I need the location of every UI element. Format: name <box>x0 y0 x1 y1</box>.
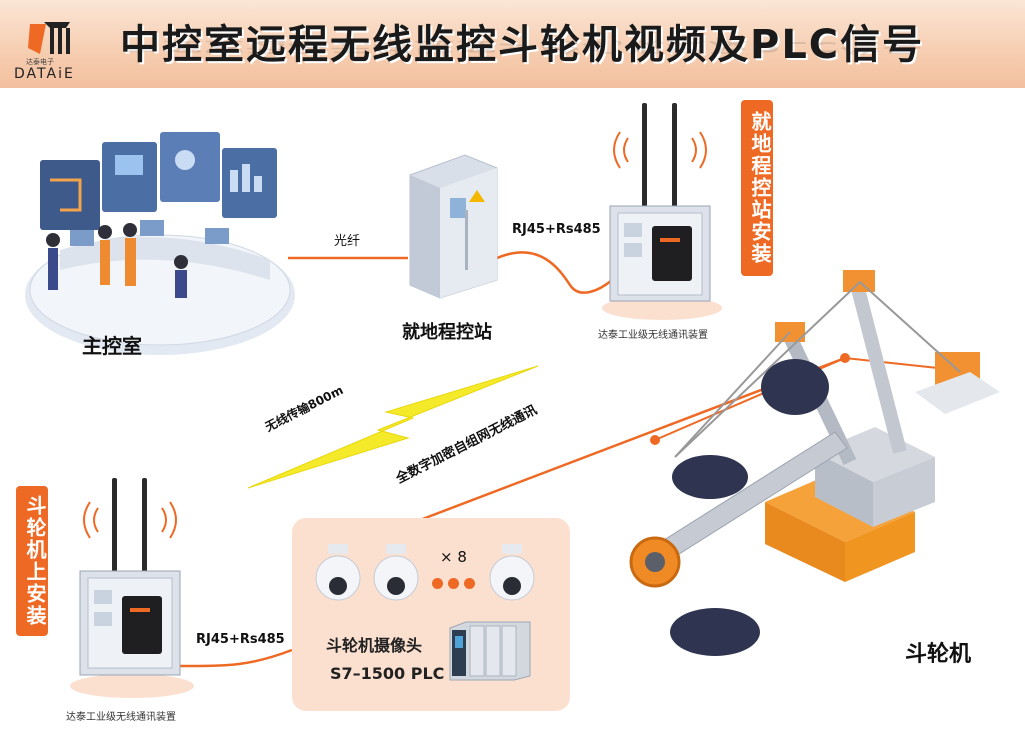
rj45-rs485-top-label: RJ45+Rs485 <box>512 222 601 237</box>
logo-wordmark: DATAiE <box>14 66 75 82</box>
ptz-cameras-illustration <box>315 544 535 601</box>
device-caption-bottom: 达泰工业级无线通讯装置 <box>66 712 176 723</box>
page-title: 中控室远程无线监控斗轮机视频及PLC信号 <box>120 22 925 68</box>
stacker-label: 斗轮机 <box>905 642 972 667</box>
wireless-device-bottom-illustration <box>70 478 194 698</box>
bucket-wheel-stacker-illustration <box>629 270 1000 656</box>
plc-label: S7–1500 PLC <box>330 664 445 683</box>
ellipsis-dot <box>448 578 459 589</box>
ellipsis-dot <box>464 578 475 589</box>
banner-machine-install: 斗轮机上安装 <box>16 486 48 636</box>
rj45-rs485-bottom-label: RJ45+Rs485 <box>196 632 285 647</box>
wireless-device-top-illustration <box>602 103 722 320</box>
plc-module-illustration <box>449 621 531 681</box>
ellipsis-dot <box>432 578 443 589</box>
local-station-cabinet-illustration <box>409 154 498 299</box>
local-station-label: 就地程控站 <box>402 322 492 343</box>
lightning-bolt-icon <box>247 365 539 489</box>
logo-subtitle: 达泰电子 <box>26 58 54 66</box>
ptz-camera-icon <box>315 544 361 601</box>
camera-label: 斗轮机摄像头 <box>326 636 423 655</box>
banner-local-install: 就地程控站安装 <box>741 100 773 276</box>
ptz-camera-icon <box>489 544 535 601</box>
control-room-illustration <box>25 132 295 355</box>
ptz-camera-icon <box>373 544 419 601</box>
header-banner <box>0 0 1025 88</box>
banner-local-install-text: 就地程控站安装 <box>748 111 772 265</box>
camera-count-label: × 8 <box>440 548 467 566</box>
fiber-label: 光纤 <box>334 234 361 249</box>
banner-machine-install-text: 斗轮机上安装 <box>23 495 47 627</box>
device-caption-top: 达泰工业级无线通讯装置 <box>598 330 708 341</box>
main-control-room-label: 主控室 <box>82 334 142 358</box>
logo-icon <box>28 22 70 54</box>
